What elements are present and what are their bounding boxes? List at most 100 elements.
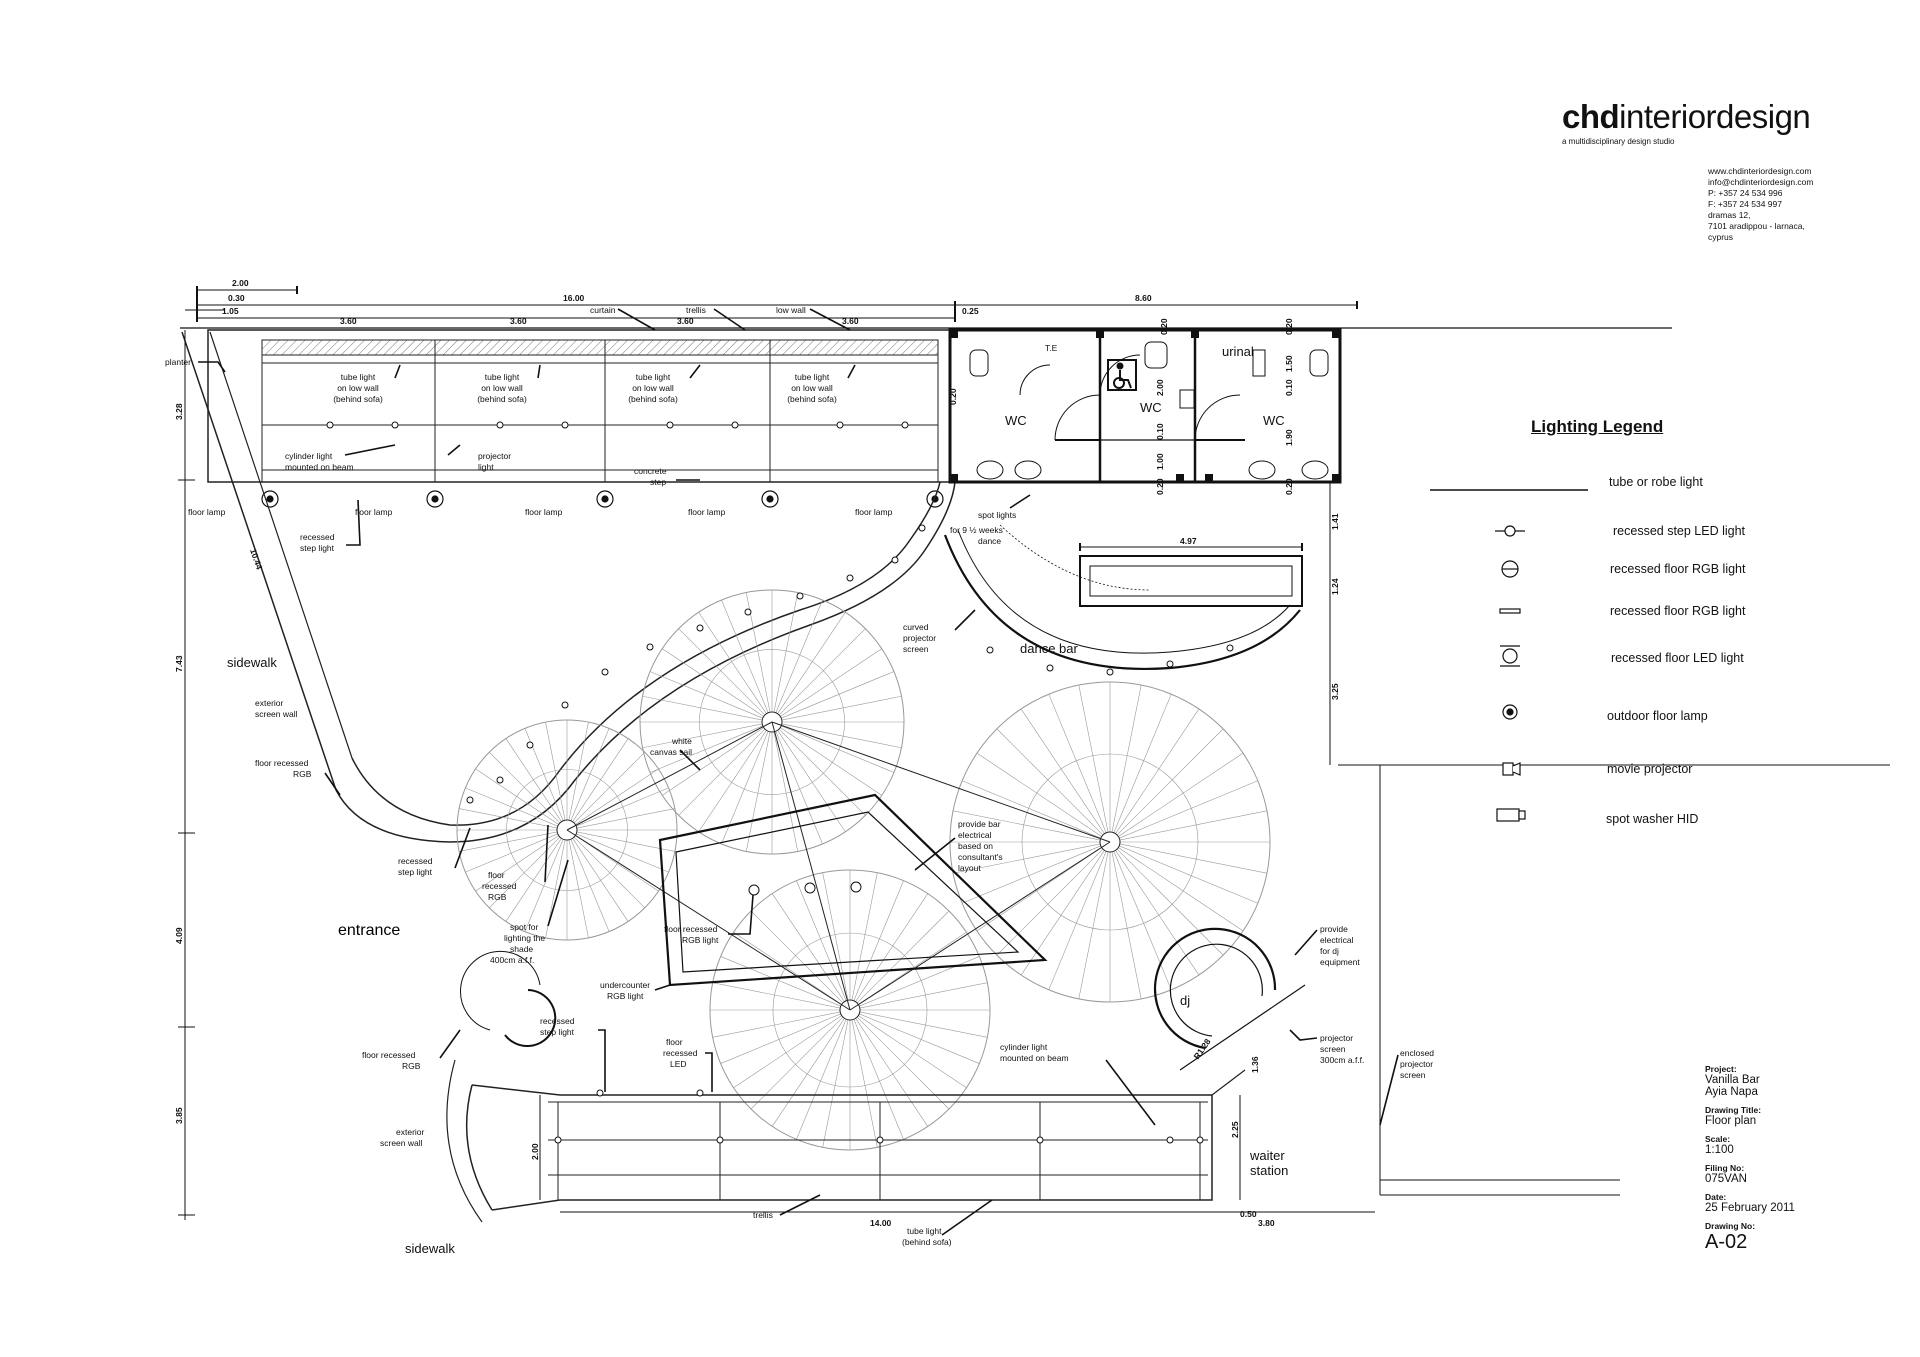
svg-text:on low wall: on low wall	[337, 383, 379, 393]
drawing-no-value: A-02	[1705, 1231, 1748, 1253]
step-light	[601, 668, 609, 676]
canvas-sail-edge	[566, 829, 851, 1011]
svg-text:step: step	[650, 477, 666, 487]
svg-text:(behind sofa): (behind sofa)	[628, 394, 678, 404]
step-light	[918, 524, 926, 532]
step-light	[986, 646, 994, 654]
svg-text:screen wall: screen wall	[380, 1138, 423, 1148]
svg-text:exterior: exterior	[255, 698, 284, 708]
step-light	[526, 741, 534, 749]
svg-text:on low wall: on low wall	[791, 383, 833, 393]
svg-text:floor: floor	[488, 870, 505, 880]
svg-text:curved: curved	[903, 622, 929, 632]
svg-text:LED: LED	[670, 1059, 687, 1069]
exterior-screen-wall-diagonal	[181, 331, 956, 843]
projector-icon	[1502, 762, 1521, 776]
floor-rgb-circle-icon	[1501, 560, 1519, 578]
svg-text:light: light	[478, 462, 494, 472]
svg-text:0.10: 0.10	[1284, 379, 1294, 396]
svg-text:floor recessed: floor recessed	[255, 758, 309, 768]
project-location: Ayia Napa	[1705, 1086, 1758, 1098]
svg-text:on low wall: on low wall	[481, 383, 523, 393]
svg-text:on low wall: on low wall	[632, 383, 674, 393]
svg-text:for dj: for dj	[1320, 946, 1339, 956]
dimension-lines	[178, 289, 1375, 1220]
station-label: station	[1250, 1163, 1288, 1178]
project-name: Vanilla Bar	[1705, 1074, 1760, 1086]
svg-text:400cm a.f.f.: 400cm a.f.f.	[490, 955, 534, 965]
firm-tagline: a multidisciplinary design studio	[1562, 137, 1675, 146]
svg-text:3.60: 3.60	[842, 316, 859, 326]
svg-text:layout: layout	[958, 863, 981, 873]
svg-text:0.20: 0.20	[948, 388, 958, 405]
drawing-no-label: Drawing No:	[1705, 1221, 1756, 1231]
svg-text:300cm a.f.f.: 300cm a.f.f.	[1320, 1055, 1364, 1065]
svg-text:0.25: 0.25	[962, 306, 979, 316]
dance-bar	[943, 524, 1303, 670]
recessed-step-lights	[466, 524, 1234, 804]
annotations: planter curtain trellis low wall tube li…	[165, 305, 1434, 1247]
svg-text:step light: step light	[398, 867, 433, 877]
sidewalk-label-1: sidewalk	[227, 655, 277, 670]
step-light	[466, 796, 474, 804]
curtain-label: curtain	[590, 305, 616, 315]
svg-text:0.10: 0.10	[1155, 423, 1165, 440]
svg-text:1.36: 1.36	[1250, 1056, 1260, 1073]
svg-text:(behind sofa): (behind sofa)	[333, 394, 383, 404]
svg-text:1.05: 1.05	[222, 306, 239, 316]
accessible-wc-icon	[1107, 359, 1137, 391]
te-label: T.E	[1045, 343, 1058, 353]
floor-lamps-top	[261, 490, 944, 508]
svg-text:floor lamp: floor lamp	[855, 507, 893, 517]
svg-text:lighting the: lighting the	[504, 933, 545, 943]
svg-text:concrete: concrete	[634, 466, 667, 476]
dimension-ticks	[196, 286, 1358, 551]
svg-text:1.41: 1.41	[1330, 513, 1340, 530]
svg-text:recessed: recessed	[398, 856, 433, 866]
svg-text:floor lamp: floor lamp	[188, 507, 226, 517]
svg-text:tube light: tube light	[636, 372, 671, 382]
svg-text:recessed: recessed	[300, 532, 335, 542]
legend-title: Lighting Legend	[1531, 417, 1664, 436]
sunshade-umbrellas	[456, 589, 1271, 1151]
svg-text:1.50: 1.50	[1284, 355, 1294, 372]
svg-text:RGB light: RGB light	[607, 991, 644, 1001]
svg-text:R1.28: R1.28	[1191, 1037, 1212, 1062]
svg-text:recessed: recessed	[663, 1048, 698, 1058]
entrance-curved-wall	[460, 950, 557, 1047]
svg-text:floor: floor	[666, 1037, 683, 1047]
contact-phone: P: +357 24 534 996	[1708, 188, 1783, 198]
step-light	[846, 574, 854, 582]
svg-text:undercounter: undercounter	[600, 980, 650, 990]
svg-text:consultant's: consultant's	[958, 852, 1003, 862]
step-light	[496, 776, 504, 784]
svg-text:3.28: 3.28	[174, 403, 184, 420]
svg-text:floor recessed: floor recessed	[664, 924, 718, 934]
legend-label-step-led: recessed step LED light	[1613, 524, 1746, 538]
svg-text:RGB: RGB	[402, 1061, 421, 1071]
svg-text:tube light: tube light	[907, 1226, 942, 1236]
svg-text:screen: screen	[1320, 1044, 1346, 1054]
svg-text:2.00: 2.00	[530, 1143, 540, 1160]
contact-address-3: cyprus	[1708, 232, 1734, 242]
canvas-sail-edge	[771, 721, 1111, 843]
svg-text:enclosed: enclosed	[1400, 1048, 1434, 1058]
legend-label-projector: movie projector	[1607, 762, 1693, 776]
svg-text:cylinder light: cylinder light	[1000, 1042, 1048, 1052]
svg-text:projector: projector	[1320, 1033, 1353, 1043]
date-label: Date:	[1705, 1192, 1727, 1202]
canvas-sail-edge	[771, 721, 851, 1011]
planter-label: planter	[165, 357, 191, 367]
bottom-lounge-area	[446, 1059, 1246, 1223]
svg-text:1.90: 1.90	[1284, 429, 1294, 446]
svg-text:cylinder light: cylinder light	[285, 451, 333, 461]
svg-text:recessed: recessed	[540, 1016, 575, 1026]
svg-text:0.30: 0.30	[228, 293, 245, 303]
svg-text:14.00: 14.00	[870, 1218, 892, 1228]
svg-text:(behind sofa): (behind sofa)	[787, 394, 837, 404]
filing-label: Filing No:	[1705, 1163, 1745, 1173]
canvas-sail-edge	[849, 841, 1111, 1011]
drawing-title: Floor plan	[1705, 1115, 1757, 1127]
svg-text:shade: shade	[510, 944, 533, 954]
firm-contact: www.chdinteriordesign.com info@chdinteri…	[1708, 166, 1814, 243]
